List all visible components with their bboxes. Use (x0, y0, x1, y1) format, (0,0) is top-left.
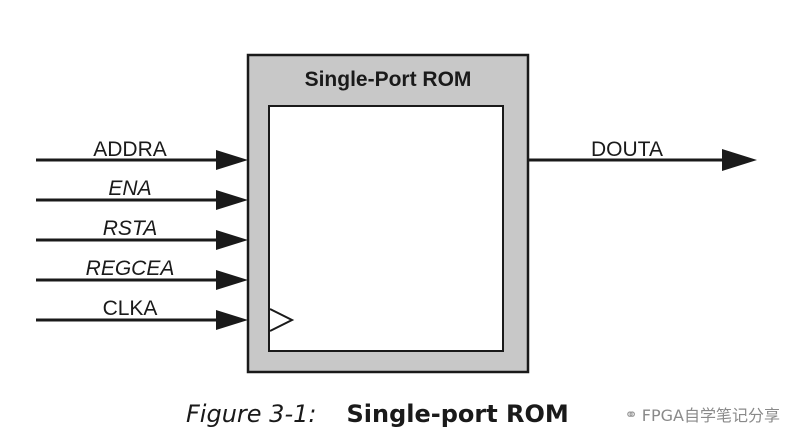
figure-number: Figure 3-1: (186, 400, 317, 428)
watermark: ⚭ FPGA自学笔记分享 (624, 402, 780, 426)
watermark-text: FPGA自学笔记分享 (641, 406, 780, 425)
arrowhead (216, 270, 248, 290)
port-label: REGCEA (86, 257, 175, 280)
input-port-regcea: REGCEA (36, 257, 248, 290)
output-port-douta: DOUTA (528, 138, 757, 171)
block-title: Single-Port ROM (305, 68, 472, 91)
port-label: CLKA (103, 297, 158, 320)
rom-inner-area (268, 105, 504, 352)
port-label: ENA (108, 177, 151, 200)
input-port-rsta: RSTA (36, 217, 248, 250)
clock-marker (269, 308, 295, 332)
input-port-addra: ADDRA (36, 138, 248, 170)
port-label: RSTA (103, 217, 157, 240)
arrowhead (216, 310, 248, 330)
arrowhead (216, 230, 248, 250)
arrowhead (216, 150, 248, 170)
input-port-clka: CLKA (36, 297, 248, 330)
arrowhead (216, 190, 248, 210)
figure-title: Single-port ROM (346, 400, 569, 428)
arrowhead (722, 149, 757, 171)
input-port-ena: ENA (36, 177, 248, 210)
wechat-icon: ⚭ (624, 404, 638, 424)
port-label: DOUTA (591, 138, 663, 161)
figure-caption: Figure 3-1: Single-port ROM (186, 400, 569, 428)
port-label: ADDRA (93, 138, 167, 161)
